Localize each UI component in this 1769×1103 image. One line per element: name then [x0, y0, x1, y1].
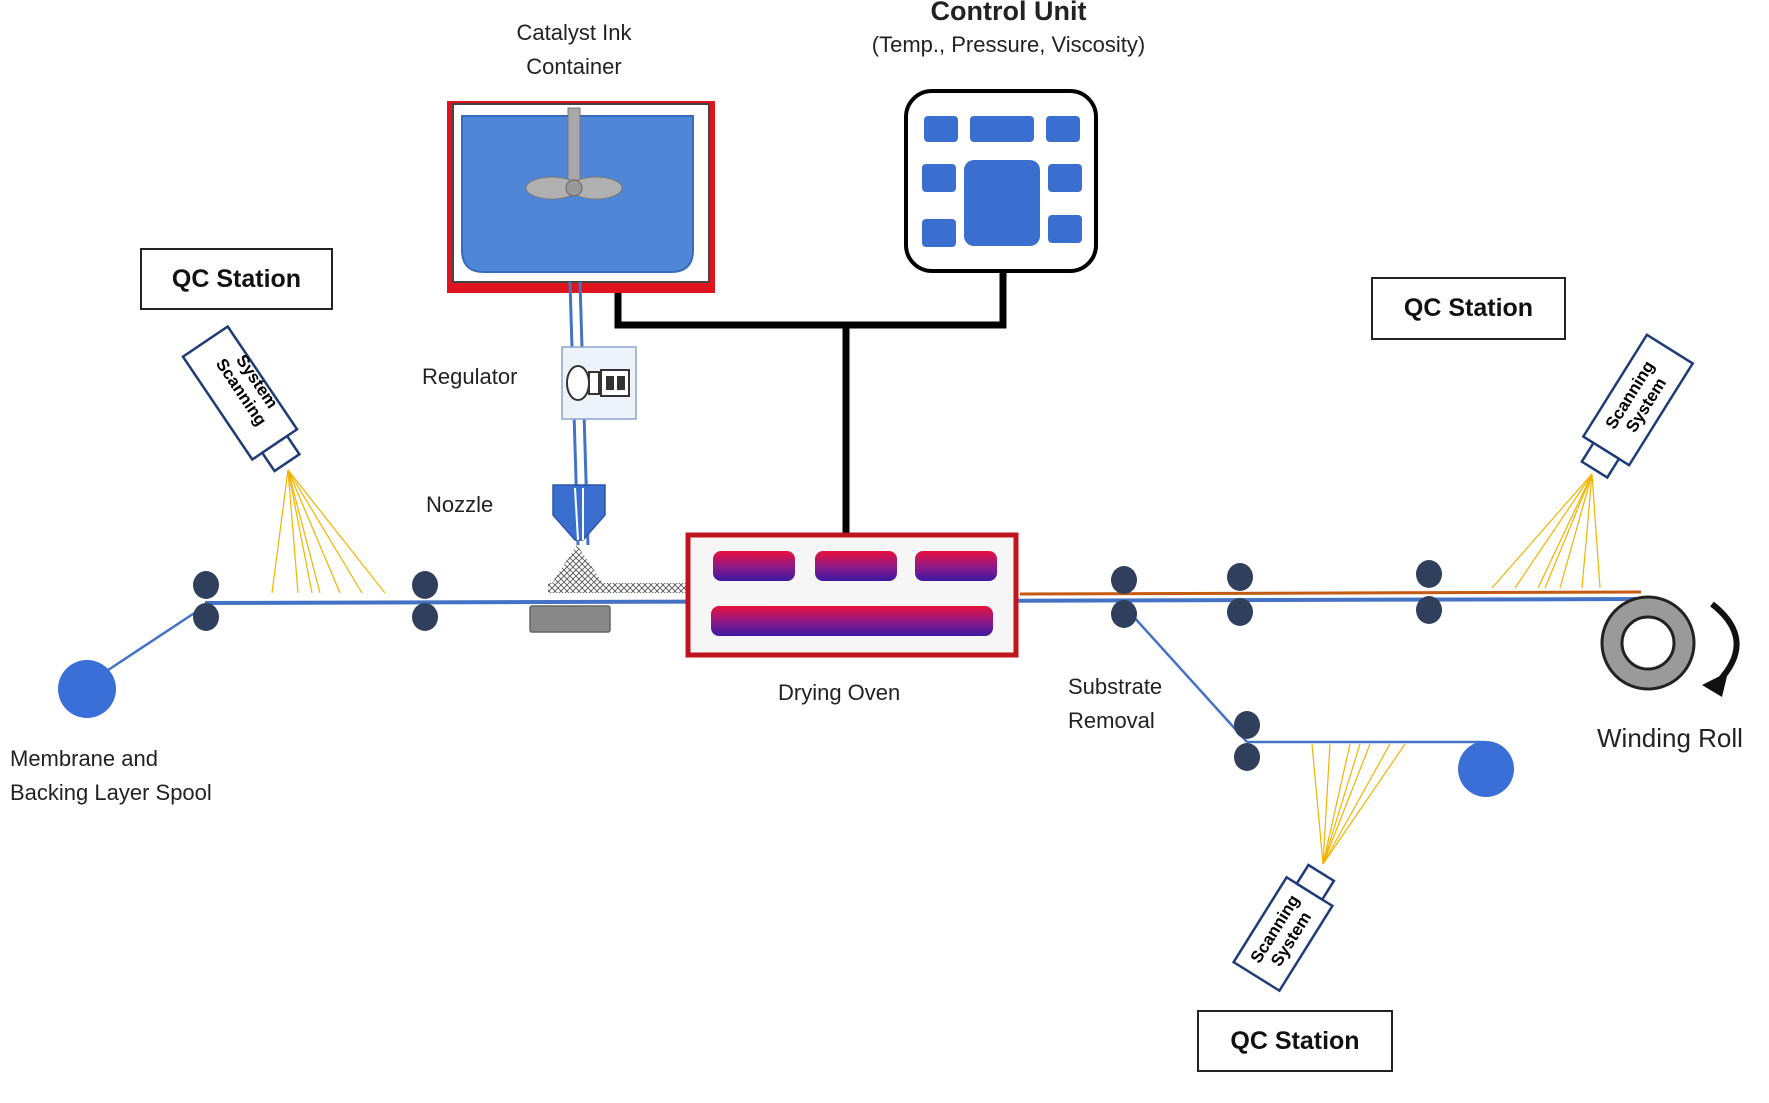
scanning-system-left: Scanning System	[181, 324, 302, 473]
qc-station-right: QC Station	[1371, 277, 1566, 340]
regulator-label: Regulator	[422, 364, 518, 389]
ink-container-label-line1: Catalyst Ink	[516, 20, 632, 45]
scanning-system-right: Scanning System	[1580, 333, 1695, 480]
scanner-beams-bottom	[1311, 743, 1406, 865]
control-unit	[904, 89, 1098, 273]
substrate-spool	[1458, 741, 1514, 797]
spray-deposit	[529, 545, 690, 633]
mixer-icon	[525, 107, 623, 200]
scanning-system-bottom: Scanning System	[1231, 863, 1336, 993]
rollers	[193, 560, 1442, 771]
control-panel-icon	[922, 116, 1082, 247]
spool-label: Membrane and Backing Layer Spool	[10, 742, 212, 810]
membrane-spool	[58, 660, 116, 718]
nozzle-icon	[552, 484, 606, 541]
scanner-beams-left	[271, 469, 386, 594]
control-unit-label: Control Unit (Temp., Pressure, Viscosity…	[841, 0, 1176, 62]
regulator-valve-icon	[561, 346, 637, 420]
scanner-beams-right	[1491, 473, 1601, 589]
control-wiring	[614, 270, 1007, 538]
winding-roll-label: Winding Roll	[1597, 723, 1743, 753]
qc-station-left: QC Station	[140, 248, 333, 310]
substrate-removal-line1: Substrate	[1068, 674, 1163, 699]
winding-roll	[1600, 595, 1696, 691]
control-unit-subtitle: (Temp., Pressure, Viscosity)	[871, 32, 1146, 57]
qc-station-bottom: QC Station	[1197, 1010, 1393, 1072]
spool-label-line1: Membrane and	[10, 746, 158, 771]
spool-label-line2: Backing Layer Spool	[10, 780, 212, 805]
ink-container-label-line2: Container	[526, 54, 622, 79]
control-unit-title: Control Unit	[930, 0, 1087, 26]
substrate-removal-line2: Removal	[1068, 708, 1155, 733]
substrate-removal-label: Substrate Removal	[1068, 670, 1162, 738]
winding-arrow-icon	[1702, 601, 1740, 697]
catalyst-ink-container	[447, 101, 715, 293]
drying-oven-label: Drying Oven	[778, 680, 901, 705]
ink-container-label: Catalyst Ink Container	[484, 16, 664, 84]
nozzle-label: Nozzle	[426, 492, 494, 517]
drying-oven	[685, 532, 1019, 658]
